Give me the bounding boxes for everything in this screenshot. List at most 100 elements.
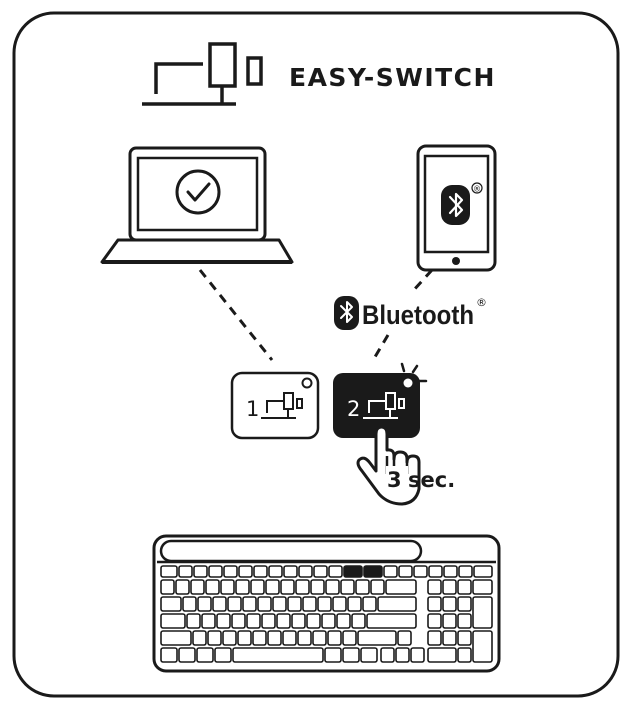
keyboard-key — [327, 630, 342, 646]
keyboard-key — [306, 613, 321, 629]
keyboard-key — [442, 579, 457, 595]
keyboard-key — [366, 613, 417, 629]
keyboard-key — [472, 579, 493, 595]
keyboard-key — [237, 630, 252, 646]
keyboard-key — [160, 596, 182, 612]
keyboard-key — [268, 565, 283, 578]
keyboard-key — [428, 565, 443, 578]
keyboard-key — [313, 565, 328, 578]
keyboard-key — [160, 579, 175, 595]
led-glow-rays — [400, 362, 428, 383]
channel-2-number: 2 — [347, 397, 360, 421]
keyboard-easy-switch-key — [343, 565, 363, 578]
keyboard-key — [291, 613, 306, 629]
keyboard-key — [357, 630, 397, 646]
keyboard-key — [370, 579, 385, 595]
keyboard-key — [427, 596, 442, 612]
keyboard-key — [235, 579, 250, 595]
keyboard-key — [347, 596, 362, 612]
keyboard-key — [473, 565, 493, 578]
keyboard-key — [205, 579, 220, 595]
keyboard-key — [442, 596, 457, 612]
hold-seconds-number: 3 — [387, 468, 402, 492]
keyboard-key — [351, 613, 366, 629]
keyboard-key — [325, 579, 340, 595]
keyboard-key — [442, 630, 457, 646]
keyboard-key — [265, 579, 280, 595]
keyboard-key — [457, 596, 472, 612]
keyboard-key — [457, 630, 472, 646]
phone-registered-mark: ® — [473, 185, 481, 194]
keyboard-key — [297, 630, 312, 646]
keyboard-key — [227, 596, 242, 612]
keyboard-key — [427, 613, 442, 629]
keyboard-key — [321, 613, 336, 629]
keyboard-key — [355, 579, 370, 595]
keyboard-key — [231, 613, 246, 629]
keyboard-key — [380, 647, 395, 663]
keyboard-key — [160, 630, 192, 646]
keyboard-key — [317, 596, 332, 612]
keyboard-key — [324, 647, 342, 663]
channel-2-key: 2 — [333, 373, 420, 438]
keyboard-key — [283, 565, 298, 578]
keyboard-key — [332, 596, 347, 612]
channel-1-easy-switch-icon — [261, 392, 303, 419]
phone-bluetooth-badge: ® — [441, 182, 483, 225]
keyboard-key — [250, 579, 265, 595]
keyboard-key — [312, 630, 327, 646]
keyboard-key — [282, 630, 297, 646]
keyboard-key — [178, 647, 196, 663]
keyboard-key — [186, 613, 201, 629]
keyboard-key — [395, 647, 410, 663]
keyboard-key — [160, 647, 178, 663]
keyboard-key — [362, 596, 377, 612]
keyboard-key — [178, 565, 193, 578]
keyboard-key — [252, 630, 267, 646]
keyboard-key — [342, 647, 360, 663]
keyboard-key — [160, 613, 186, 629]
keyboard-key — [377, 596, 417, 612]
keyboard-key — [287, 596, 302, 612]
keyboard-key — [336, 613, 351, 629]
keyboard-key — [246, 613, 261, 629]
bluetooth-label: Bluetooth — [362, 300, 474, 330]
keyboard-key — [310, 579, 325, 595]
keyboard-key — [223, 565, 238, 578]
keyboard-key — [253, 565, 268, 578]
keyboard-key — [397, 630, 412, 646]
keyboard-key — [342, 630, 357, 646]
keyboard-key — [242, 596, 257, 612]
keyboard-key — [295, 579, 310, 595]
keyboard-easy-switch-key — [363, 565, 383, 578]
keyboard-key — [201, 613, 216, 629]
channel-2-easy-switch-icon — [363, 392, 405, 419]
channel-1-number: 1 — [246, 397, 259, 421]
keyboard-key — [212, 596, 227, 612]
link-laptop-channel-1 — [198, 269, 274, 361]
keyboard-key — [398, 565, 413, 578]
keyboard-key — [216, 613, 231, 629]
keyboard-key — [276, 613, 291, 629]
check-circle-icon — [175, 169, 221, 215]
keyboard-key — [443, 565, 458, 578]
keyboard-key — [175, 579, 190, 595]
keyboard-key — [328, 565, 343, 578]
link-phone-bluetooth — [410, 268, 434, 294]
link-bluetooth-channel-2 — [370, 334, 390, 363]
easy-switch-title: EASY-SWITCH — [289, 63, 496, 92]
keyboard-key — [442, 613, 457, 629]
keyboard-key — [207, 630, 222, 646]
hold-seconds-unit: sec. — [408, 468, 455, 492]
keyboard-key — [182, 596, 197, 612]
keyboard-key — [257, 596, 272, 612]
keyboard-key — [208, 565, 223, 578]
keyboard-key — [385, 579, 417, 595]
keyboard-key — [220, 579, 235, 595]
keyboard-key — [457, 579, 472, 595]
keyboard-key — [410, 647, 425, 663]
bluetooth-icon — [334, 296, 359, 330]
keyboard-key — [457, 613, 472, 629]
keyboard-key — [238, 565, 253, 578]
